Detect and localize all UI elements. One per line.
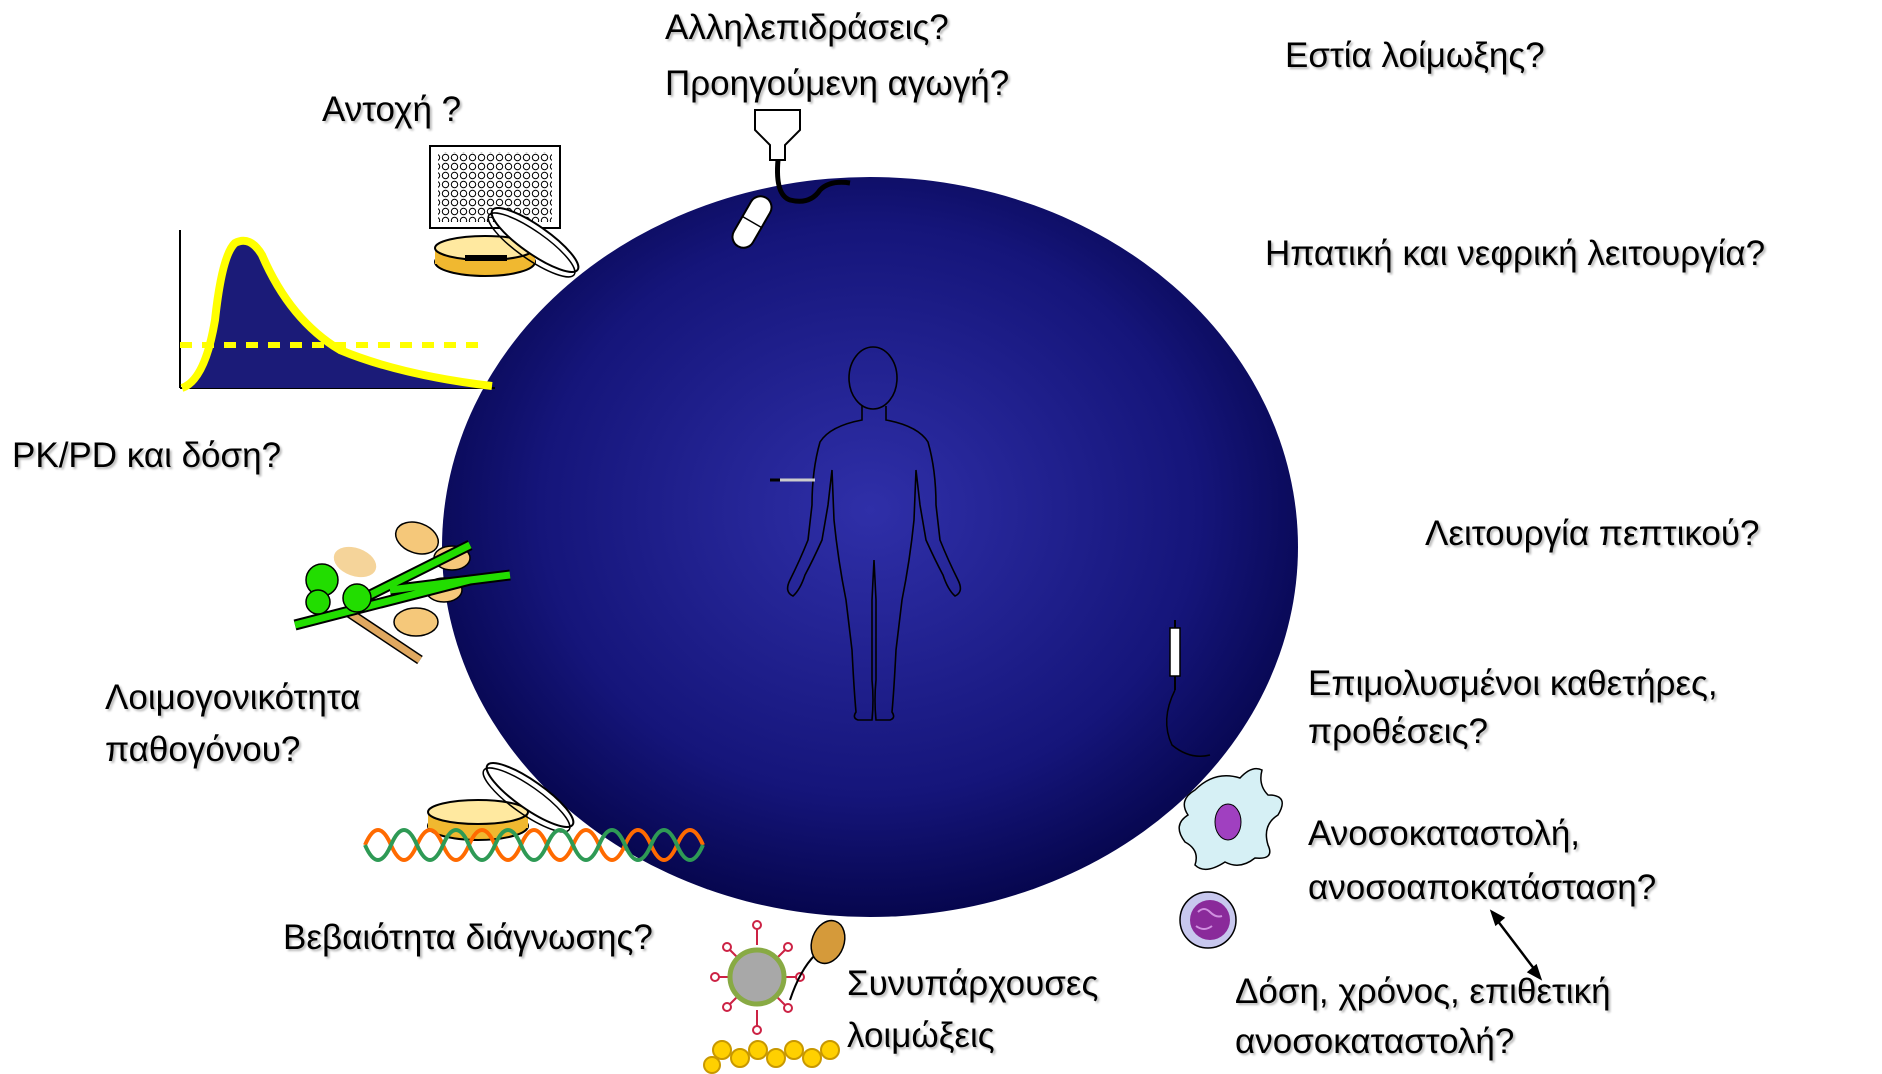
- label-pkpd: PK/PD και δόση?: [12, 434, 281, 478]
- label-dose-time: Δόση, χρόνος, επιθετική: [1235, 970, 1611, 1014]
- label-interactions: Αλληλεπιδράσεις?: [665, 6, 949, 50]
- lymphocyte-icon: [1180, 892, 1236, 948]
- label-immunosuppression: Ανοσοκαταστολή,: [1308, 812, 1580, 856]
- label-infection-site: Εστία λοίμωξης?: [1285, 34, 1545, 78]
- cocci-chain-icon: [704, 1041, 839, 1073]
- label-coinfections: Συνυπάρχουσες: [847, 962, 1098, 1006]
- double-arrow-icon: [1492, 912, 1540, 978]
- patient-circle: [442, 177, 1298, 917]
- label-liver-kidney: Ηπατική και νεφρική λειτουργία?: [1265, 232, 1765, 276]
- label-infections: λοιμώξεις: [847, 1014, 995, 1058]
- virus-icon: [711, 921, 804, 1034]
- label-aggressive-immunosuppression: ανοσοκαταστολή?: [1235, 1020, 1514, 1064]
- label-pathogen: παθογόνου?: [105, 728, 300, 772]
- label-digestive: Λειτουργία πεπτικού?: [1425, 512, 1759, 556]
- label-tolerance: Αντοχή ?: [322, 88, 461, 132]
- label-catheters: Επιμολυσμένοι καθετήρες,: [1308, 662, 1718, 706]
- label-prostheses: προθέσεις?: [1308, 710, 1488, 754]
- label-previous-treatment: Προηγούμενη αγωγή?: [665, 62, 1009, 106]
- label-immune-reconstitution: ανοσοαποκατάσταση?: [1308, 866, 1656, 910]
- bacterium-icon: [790, 916, 851, 1000]
- label-virulence: Λοιμογονικότητα: [105, 676, 360, 720]
- label-diagnosis-certainty: Βεβαιότητα διάγνωσης?: [283, 916, 653, 960]
